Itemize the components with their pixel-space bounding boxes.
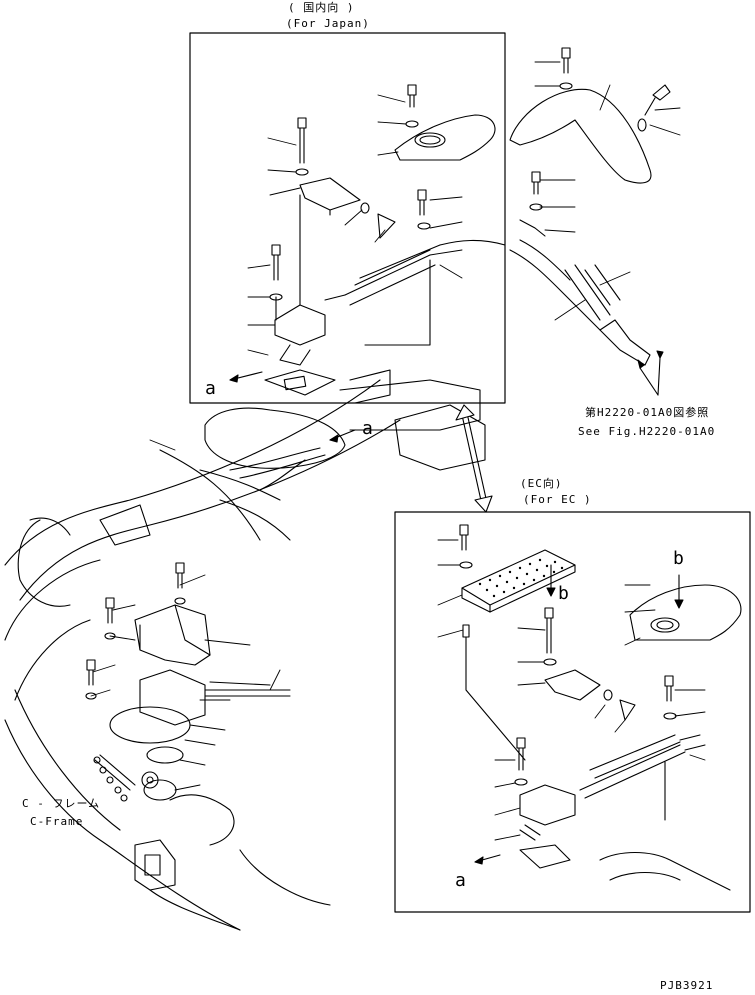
marker-b-plate: b: [558, 583, 569, 604]
c-frame-outline: [4, 379, 486, 931]
upper-right-parts: [509, 47, 671, 366]
japan-box-parts: [264, 84, 506, 404]
flow-arrows: [229, 371, 684, 865]
marker-a-japan: a: [205, 378, 216, 399]
main-assembly-parts: [85, 447, 326, 891]
marker-b-cover: b: [673, 548, 684, 569]
for-ec-detail-box: [394, 511, 751, 913]
japan-title-en: (For Japan): [286, 17, 370, 30]
japan-title-jp: ( 国内向 ): [288, 1, 355, 14]
reference-note-en: See Fig.H2220-01A0: [578, 425, 716, 438]
drawing-code: PJB3921: [660, 979, 714, 992]
for-japan-detail-box: [189, 32, 506, 404]
main-leader-lines: [90, 439, 281, 791]
c-frame-label-jp: C - フレーム: [22, 797, 101, 810]
marker-a-main: a: [362, 418, 373, 439]
reference-note-jp: 第H2220-01A0図参照: [585, 406, 710, 419]
reference-arrows: [637, 350, 664, 396]
detail-link-arrow: [455, 404, 493, 513]
ec-title-jp: (EC向): [520, 477, 563, 490]
ec-leader-lines: [437, 539, 706, 841]
japan-leader-lines: [247, 94, 463, 356]
marker-a-ec: a: [455, 870, 466, 891]
ec-title-en: (For EC ): [523, 493, 592, 506]
upper-right-leader-lines: [534, 61, 681, 321]
ec-box-parts: [459, 524, 742, 891]
c-frame-label-en: C-Frame: [30, 815, 84, 828]
